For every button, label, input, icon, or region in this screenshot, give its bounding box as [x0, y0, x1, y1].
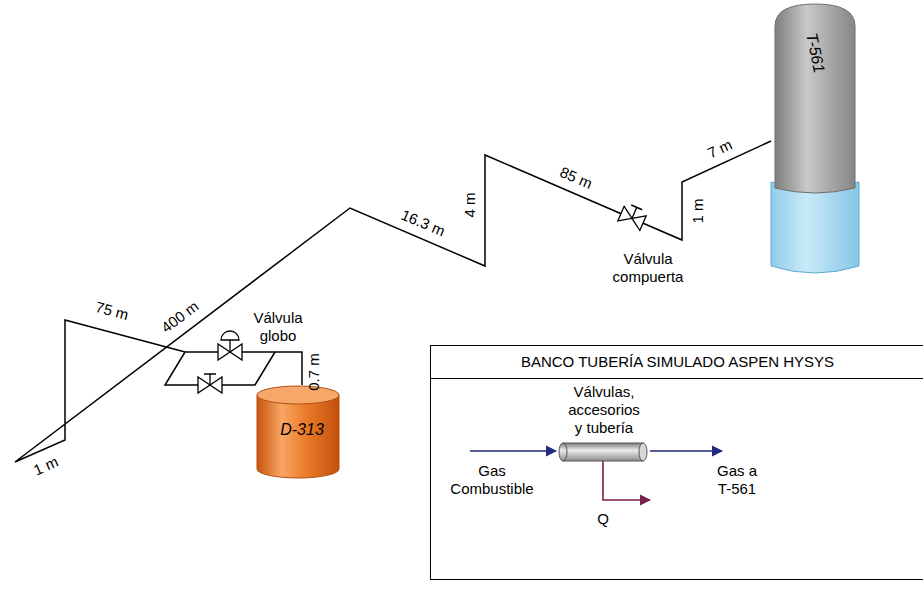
stream-label: Gas Combustible — [442, 462, 542, 498]
valve-label: Válvula compuerta — [603, 250, 693, 286]
vessel-tag: D-313 — [256, 421, 348, 439]
dimension-label: 75 m — [94, 298, 131, 324]
tower-shape: T-561 — [771, 4, 859, 278]
energy-stream-line — [603, 461, 650, 500]
dimension-label: 7 m — [705, 136, 735, 163]
dimension-label: 1 m — [689, 198, 707, 223]
pipe-route — [15, 141, 771, 462]
dimension-label: 0.7 m — [305, 353, 323, 391]
dimension-label: 4 m — [461, 192, 479, 217]
inlet-stream-line — [470, 450, 556, 452]
stream-label: Gas a T-561 — [714, 462, 760, 498]
vessel-shape: D-313 — [256, 385, 348, 479]
outlet-stream-line — [650, 450, 722, 452]
panel-heading: BANCO TUBERÍA SIMULADO ASPEN HYSYS — [431, 346, 923, 379]
valve-label: Válvula globo — [242, 309, 314, 345]
pipe-outline — [559, 443, 649, 461]
dimension-label: 16.3 m — [398, 206, 447, 240]
dimension-label: 400 m — [158, 297, 202, 336]
bypass-valve-symbol — [198, 374, 222, 393]
pipe-block-heading: Válvulas, accesorios y tubería — [565, 383, 643, 437]
gate-valve-symbol — [618, 203, 648, 231]
pipe-block: Válvulas, accesorios y tubería — [559, 443, 649, 461]
globe-valve-symbol — [218, 331, 242, 360]
stream-label: Q — [597, 510, 609, 528]
dimension-label: 1 m — [31, 453, 61, 480]
